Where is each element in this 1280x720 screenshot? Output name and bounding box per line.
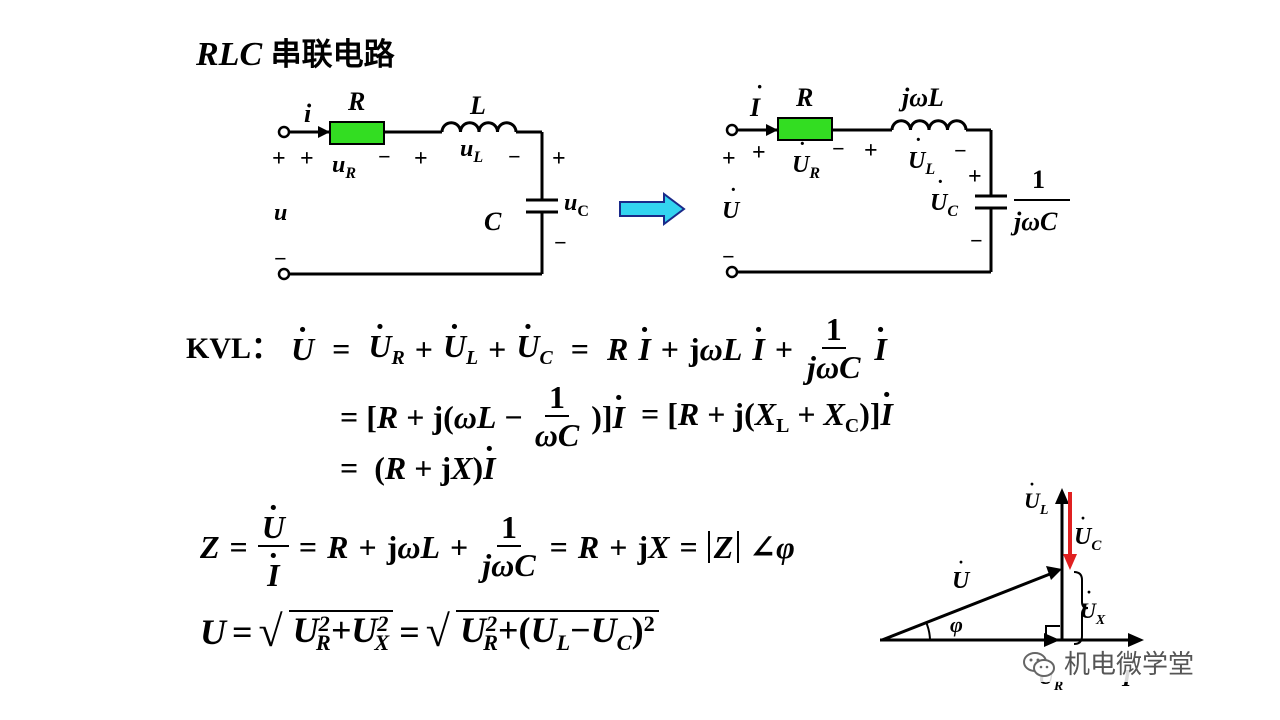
time-domain-circuit: i R L C u uR uL uC + + − + − + − − bbox=[272, 87, 589, 281]
inductor-label: L bbox=[469, 91, 486, 120]
inductor-symbol bbox=[440, 121, 518, 133]
inductor-symbol bbox=[890, 119, 968, 131]
ur-label: uR bbox=[332, 152, 356, 182]
svg-text:·: · bbox=[937, 171, 944, 193]
arrowhead-icon bbox=[1046, 566, 1062, 580]
transform-arrow-icon bbox=[619, 192, 686, 226]
arrowhead-icon bbox=[1044, 633, 1060, 647]
kvl-label: KVL： bbox=[186, 331, 282, 365]
arrowhead-icon bbox=[1063, 554, 1077, 570]
terminal-top bbox=[277, 125, 291, 139]
title-chinese: 串联电路 bbox=[270, 37, 395, 73]
minus-sign: − bbox=[554, 230, 567, 255]
resistor-symbol bbox=[777, 117, 833, 141]
resistor-label: R bbox=[795, 83, 813, 112]
fraction: UI bbox=[257, 500, 289, 594]
resistor-label: R bbox=[347, 87, 365, 116]
plus-sign: + bbox=[414, 146, 428, 172]
plus-sign: + bbox=[722, 146, 736, 172]
plus-sign: + bbox=[300, 146, 314, 172]
svg-text:·: · bbox=[958, 552, 964, 572]
ux-brace bbox=[1073, 571, 1089, 645]
svg-text:·: · bbox=[1029, 474, 1035, 494]
resistor-symbol bbox=[329, 121, 385, 145]
watermark: 机电微学堂 bbox=[1016, 648, 1201, 682]
svg-text:·: · bbox=[730, 179, 737, 201]
watermark-text: 机电微学堂 bbox=[1064, 650, 1195, 680]
phasor-ux-label: UX bbox=[1080, 598, 1106, 628]
terminal-top bbox=[725, 123, 739, 137]
plus-sign: + bbox=[968, 164, 982, 190]
source-voltage-label: u bbox=[274, 200, 287, 226]
phasor-uc-label: UC bbox=[1074, 524, 1102, 554]
title-rlc: RLC bbox=[196, 36, 263, 73]
phasor-domain-circuit: I · R jωL U · UR · UL · UC · 1 jωC + + −… bbox=[722, 80, 1070, 279]
slide-title: RLC 串联电路 bbox=[196, 38, 395, 72]
svg-text:·: · bbox=[1080, 508, 1086, 528]
current-arrow-icon bbox=[318, 126, 330, 138]
ul-label: uL bbox=[460, 136, 483, 166]
kvl-equation-line-3: = (R + jX)I bbox=[340, 452, 496, 484]
minus-sign: − bbox=[274, 246, 287, 271]
wechat-logo-icon bbox=[1023, 652, 1055, 677]
minus-sign: − bbox=[954, 138, 967, 163]
kvl-equation-line-2: = [R + j(ωL − 1ωC )]I = [R + j(XL + XC)]… bbox=[340, 379, 893, 454]
svg-text:·: · bbox=[756, 80, 763, 99]
phasor-ul-label: UL bbox=[1024, 488, 1048, 518]
minus-sign: − bbox=[832, 136, 845, 161]
plus-sign: + bbox=[272, 146, 286, 172]
plus-sign: + bbox=[552, 146, 566, 172]
ul-label: UL bbox=[908, 148, 935, 178]
phasor-u-label: U bbox=[952, 568, 971, 594]
plus-sign: + bbox=[864, 138, 878, 164]
phasor-diagram: UL · UC · U · UX · φ UR I bbox=[880, 474, 1144, 694]
uc-label: UC bbox=[930, 190, 958, 220]
svg-text:·: · bbox=[915, 129, 922, 151]
capacitor-den: jωC bbox=[1010, 207, 1058, 236]
minus-sign: − bbox=[378, 144, 391, 169]
minus-sign: − bbox=[722, 244, 735, 269]
minus-sign: − bbox=[508, 144, 521, 169]
terminal-bottom bbox=[277, 267, 291, 281]
phasor-current-label: I bbox=[749, 93, 761, 122]
uc-label: uC bbox=[564, 190, 589, 220]
ur-label: UR bbox=[792, 152, 820, 182]
plus-sign: + bbox=[752, 140, 766, 166]
svg-text:·: · bbox=[799, 133, 806, 155]
source-voltage-label: U bbox=[722, 198, 741, 224]
phasor-angle-label: φ bbox=[950, 612, 963, 637]
current-arrow-icon bbox=[766, 124, 778, 136]
svg-text:·: · bbox=[1086, 582, 1092, 602]
current-label: i bbox=[304, 99, 312, 128]
magnitude-equation: U= √ U2R+U2X = √ U2R+(UL−UC)2 bbox=[200, 610, 659, 654]
terminal-bottom bbox=[725, 265, 739, 279]
arrowhead-icon bbox=[1055, 488, 1069, 504]
capacitor-label: C bbox=[484, 207, 502, 236]
inductor-label: jωL bbox=[898, 83, 944, 112]
minus-sign: − bbox=[970, 228, 983, 253]
arrowhead-icon bbox=[1128, 633, 1144, 647]
capacitor-num: 1 bbox=[1032, 165, 1045, 194]
